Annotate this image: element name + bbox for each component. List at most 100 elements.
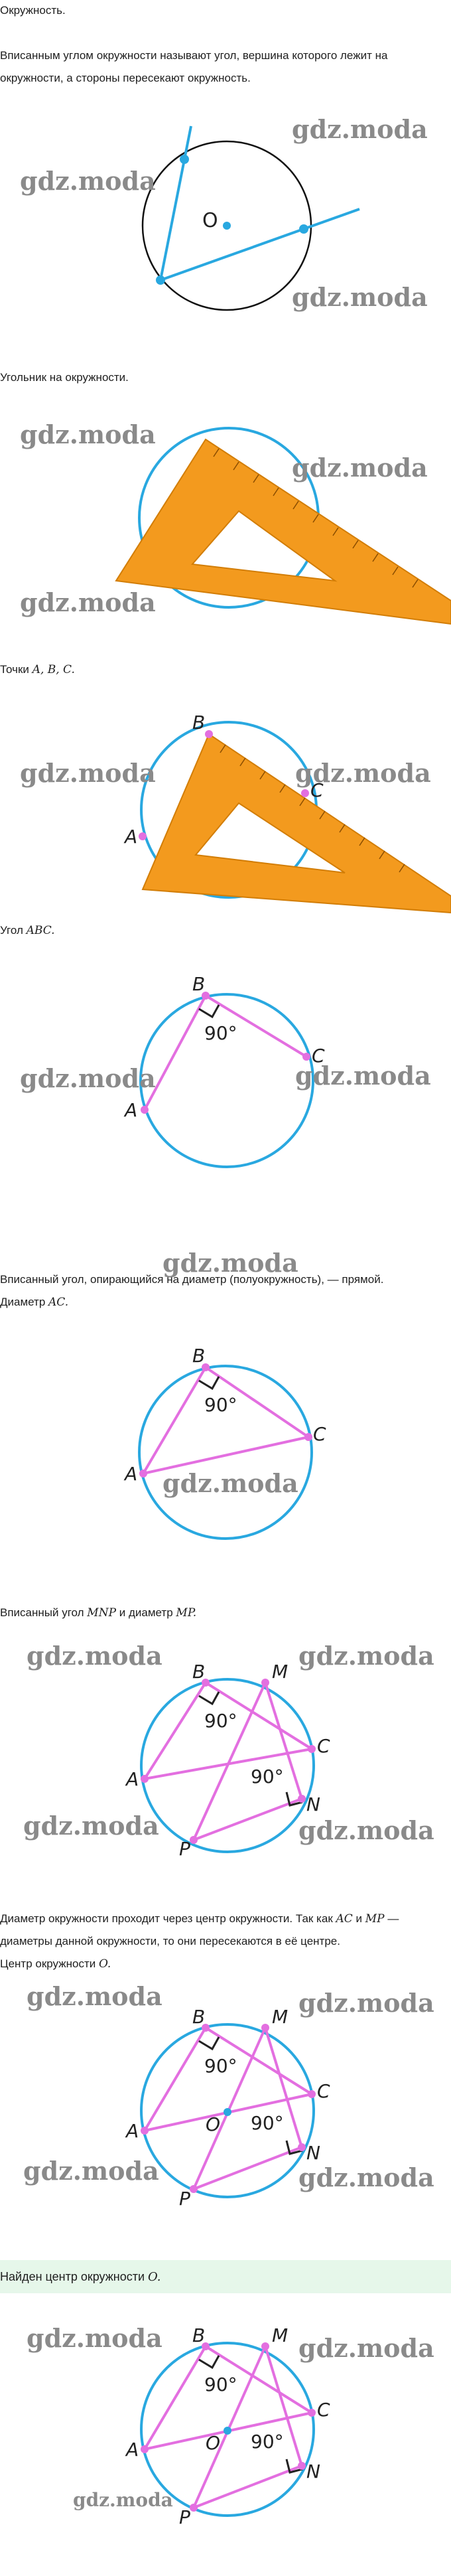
text-found-center: Найден центр окружности O. bbox=[0, 2267, 444, 2287]
label-o: O bbox=[206, 2432, 220, 2454]
watermark: gdz.moda bbox=[295, 758, 431, 788]
label-c: C bbox=[317, 2399, 330, 2421]
label-n: N bbox=[306, 2461, 320, 2482]
watermark: gdz.moda bbox=[20, 419, 156, 449]
label-b: B bbox=[192, 973, 205, 995]
figure-center-o: B M A C N P O 90° 90° bbox=[125, 2006, 330, 2210]
text-definition-line1: Вписанным углом окружности называют угол… bbox=[0, 49, 388, 62]
highlight-band bbox=[0, 2260, 451, 2293]
label-p: P bbox=[179, 2188, 190, 2210]
text-inscribed-mnp: Вписанный угол MNP и диаметр MP. bbox=[0, 1604, 444, 1622]
label-90: 90° bbox=[204, 1394, 237, 1416]
text-diam-b: и bbox=[355, 1912, 363, 1925]
label-m: M bbox=[272, 2324, 288, 2346]
figure-ruler-on-circle bbox=[115, 427, 451, 625]
watermark: gdz.moda bbox=[20, 166, 156, 196]
text-diameter: Диаметр AC. bbox=[0, 1293, 444, 1312]
watermark: gdz.moda bbox=[298, 2162, 434, 2192]
watermark: gdz.moda bbox=[20, 758, 156, 788]
text-center: Центр окружности O. bbox=[0, 1955, 444, 1973]
watermark: gdz.moda bbox=[292, 114, 428, 144]
label-90-n: 90° bbox=[251, 1766, 284, 1787]
text-points-prefix: Точки bbox=[0, 663, 29, 676]
text-angle: Угол ABC. bbox=[0, 921, 444, 940]
label-90-n: 90° bbox=[251, 2112, 284, 2134]
watermark: gdz.moda bbox=[298, 1988, 434, 2018]
label-a: A bbox=[125, 2120, 139, 2142]
figure-inscribed-angle: O bbox=[141, 125, 360, 311]
watermark: gdz.moda bbox=[23, 2156, 159, 2186]
text-mnp-m2: MP. bbox=[176, 1606, 197, 1620]
label-m: M bbox=[272, 2006, 288, 2028]
watermark: gdz.moda bbox=[27, 1641, 162, 1671]
figure-diameter-ac: B A C 90° bbox=[123, 1345, 326, 1540]
label-p: P bbox=[179, 2506, 190, 2528]
label-m: M bbox=[272, 1661, 288, 1683]
label-c: C bbox=[312, 1045, 325, 1067]
figure-mnp: B M A C N P 90° 90° bbox=[125, 1661, 330, 1860]
text-diameter-math: AC. bbox=[48, 1296, 69, 1309]
watermark: gdz.moda bbox=[298, 1815, 434, 1845]
label-n: N bbox=[306, 2142, 320, 2164]
label-c: C bbox=[310, 779, 324, 801]
label-a: A bbox=[125, 2439, 139, 2461]
figure-found-center: B M A C N P O 90° 90° bbox=[125, 2324, 330, 2528]
label-b: B bbox=[192, 2324, 205, 2346]
watermark: gdz.moda bbox=[298, 1641, 434, 1671]
text-ugolnik: Угольник на окружности. bbox=[0, 371, 129, 384]
text-mnp-m1: MNP bbox=[87, 1606, 117, 1620]
text-found-math: O. bbox=[148, 2270, 161, 2284]
label-c: C bbox=[317, 1735, 330, 1757]
text-diameter-prefix: Диаметр bbox=[0, 1296, 46, 1308]
text-definition-line2: окружности, а стороны пересекают окружно… bbox=[0, 72, 251, 84]
text-points-math: A, B, C. bbox=[32, 663, 75, 676]
text-diam-c: — bbox=[387, 1912, 399, 1925]
label-b: B bbox=[192, 2006, 205, 2028]
label-90: 90° bbox=[204, 1022, 237, 1044]
label-a: A bbox=[123, 1463, 137, 1485]
watermark: gdz.moda bbox=[298, 2333, 434, 2363]
label-a: A bbox=[125, 1768, 139, 1790]
label-b: B bbox=[192, 712, 205, 733]
label-a: A bbox=[123, 1099, 137, 1121]
text-diam-a: Диаметр окружности проходит через центр … bbox=[0, 1912, 333, 1925]
label-a: A bbox=[123, 826, 137, 848]
text-diameters-line1: Диаметр окружности проходит через центр … bbox=[0, 1910, 444, 1928]
label-n: N bbox=[306, 1793, 320, 1815]
label-90-n: 90° bbox=[251, 2431, 284, 2453]
watermark: gdz.moda bbox=[27, 1981, 162, 2011]
text-diam-m2: MP bbox=[365, 1912, 385, 1926]
watermark: gdz.moda bbox=[23, 1811, 159, 1841]
text-mnp-a: Вписанный угол bbox=[0, 1606, 84, 1619]
text-diam-m1: AC bbox=[336, 1912, 353, 1926]
watermark: gdz.moda bbox=[162, 1468, 298, 1498]
watermark: gdz.moda bbox=[20, 587, 156, 617]
figure-points-abc: B A C bbox=[123, 712, 451, 914]
watermark: gdz.moda bbox=[20, 1063, 156, 1093]
label-p: P bbox=[179, 1838, 190, 1860]
text-center-math: O. bbox=[98, 1957, 111, 1971]
text-points: Точки A, B, C. bbox=[0, 660, 444, 679]
label-b: B bbox=[192, 1661, 205, 1683]
text-center-prefix: Центр окружности bbox=[0, 1957, 96, 1970]
label-90-b: 90° bbox=[204, 1710, 237, 1732]
label-o: O bbox=[206, 2113, 220, 2135]
watermark: gdz.moda bbox=[27, 2323, 162, 2353]
label-center-o: O bbox=[202, 209, 218, 232]
text-diameters-line2: диаметры данной окружности, то они перес… bbox=[0, 1935, 340, 1947]
label-c: C bbox=[317, 2080, 330, 2102]
watermark: gdz.moda bbox=[73, 2489, 173, 2511]
watermark: gdz.moda bbox=[295, 1061, 431, 1091]
label-c: C bbox=[313, 1423, 326, 1445]
text-mnp-b: и диаметр bbox=[119, 1606, 173, 1619]
text-angle-math: ABC. bbox=[26, 924, 55, 937]
label-90-b: 90° bbox=[204, 2055, 237, 2077]
label-b: B bbox=[192, 1345, 205, 1367]
text-found-prefix: Найден центр окружности bbox=[0, 2270, 145, 2283]
figure-angle-abc: B A C 90° bbox=[123, 973, 325, 1168]
text-right-angle-fact: Вписанный угол, опирающийся на диаметр (… bbox=[0, 1273, 384, 1286]
text-angle-prefix: Угол bbox=[0, 924, 23, 937]
text-okruzhnost: Окружность. bbox=[0, 4, 66, 17]
watermark: gdz.moda bbox=[292, 282, 428, 312]
watermark: gdz.moda bbox=[292, 453, 428, 483]
